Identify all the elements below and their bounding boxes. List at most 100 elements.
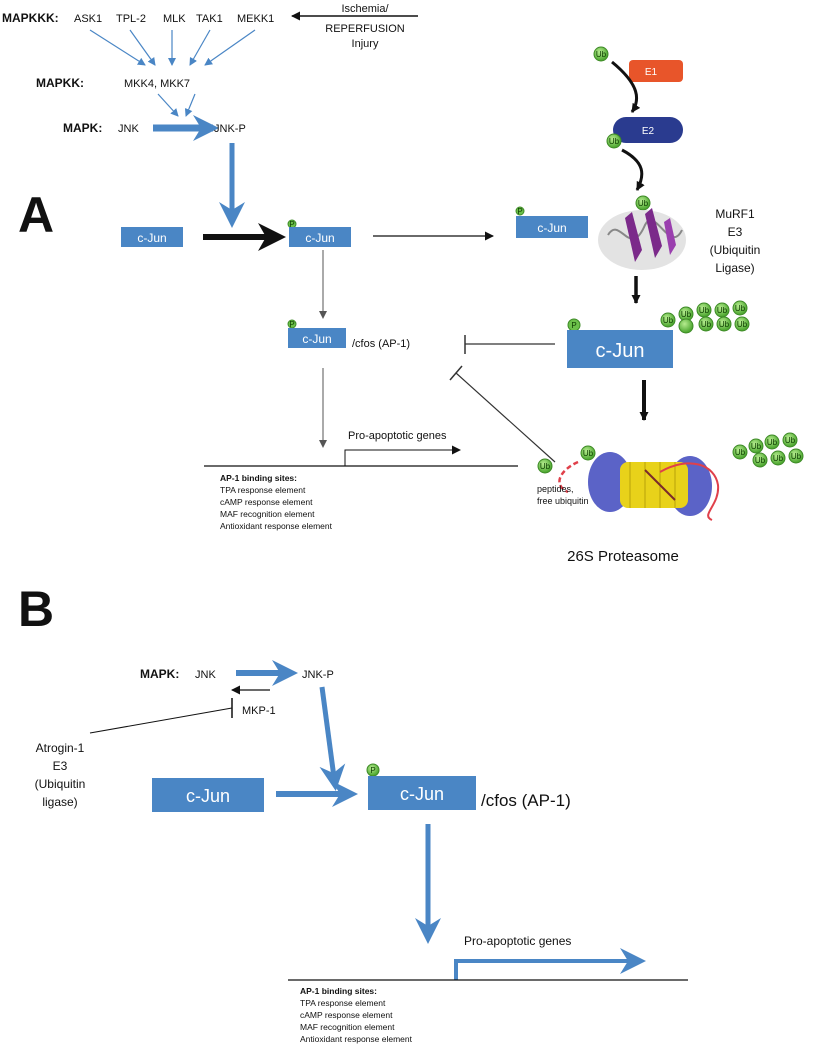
phospho-text-a1: P [289, 220, 294, 229]
e2-text: E2 [642, 126, 655, 137]
jnk-b: JNK [195, 669, 216, 681]
phospho-text-b: P [370, 766, 375, 775]
cjun-p-text-b: c-Jun [400, 784, 444, 804]
mapk-label: MAPK: [63, 121, 102, 135]
ub-text-polyub-6: Ub [701, 320, 712, 329]
atrogin-line1: Atrogin-1 [36, 741, 85, 755]
inhibition-bar-2 [449, 365, 463, 381]
atrogin-line3: (Ubiquitin [35, 777, 86, 791]
mapkk-label: MAPKK: [36, 76, 84, 90]
proteasome-icon [558, 452, 720, 521]
ub-text-released-5: Ub [755, 456, 766, 465]
ap1-site-a-4: Antioxidant response element [220, 521, 333, 531]
cjun-text-b: c-Jun [186, 786, 230, 806]
ub-text-polyub-5: Ub [663, 316, 674, 325]
mapkkk-mekk1: MEKK1 [237, 13, 274, 25]
murf1-line3: (Ubiquitin [710, 243, 761, 257]
cjun-p-box-a [289, 227, 351, 247]
ub-icon-murf [635, 195, 651, 211]
mapk-label-b: MAPK: [140, 667, 179, 681]
panel-b-label: B [18, 581, 54, 637]
atrogin-line4: ligase) [42, 795, 77, 809]
proteasome-label: 26S Proteasome [567, 548, 679, 565]
ap1-site-a-3: MAF recognition element [220, 509, 315, 519]
phospho-text-big: P [571, 321, 576, 330]
peptides-line2: free ubiquitin [537, 496, 589, 506]
ap1-title-b: AP-1 binding sites: [300, 986, 377, 996]
ub-text-murf: Ub [638, 199, 649, 208]
cjun-ap1-text-a: c-Jun [302, 332, 331, 346]
ub-text-cascade-2: Ub [609, 137, 620, 146]
ub-text-proteasome: Ub [583, 449, 594, 458]
e1-to-e2-arrow [611, 60, 641, 113]
ub-text-polyub-3: Ub [717, 306, 728, 315]
ap1-site-b-2: cAMP response element [300, 1010, 393, 1020]
ub-text-released-1: Ub [735, 448, 746, 457]
cjun-p-text-a: c-Jun [305, 231, 334, 245]
ub-text-polyub-8: Ub [737, 320, 748, 329]
ub-text-released-6: Ub [773, 454, 784, 463]
cjun-box-b [152, 778, 264, 812]
murf1-protein-icon [598, 208, 686, 270]
jnkp-to-cjun-arrow-b [319, 686, 346, 791]
peptides-line1: peptides, [537, 484, 574, 494]
mkp1-b: MKP-1 [242, 705, 276, 717]
cjun-p-box-b [368, 776, 476, 810]
ap1-site-a-2: cAMP response element [220, 497, 313, 507]
jnkp-b: JNK-P [302, 669, 334, 681]
murf1-line4: Ligase) [715, 261, 754, 275]
murf1-line1: MuRF1 [715, 207, 755, 221]
polyubiquitin-chain-a [660, 300, 750, 334]
ub-text-polyub-2: Ub [699, 306, 710, 315]
big-cjun-text: c-Jun [596, 340, 645, 362]
jnk-a: JNK [118, 123, 139, 135]
e1-enzyme-icon [629, 60, 683, 82]
transcription-start-arrow-a [344, 445, 461, 466]
pro-apoptotic-b: Pro-apoptotic genes [464, 934, 571, 948]
ub-text-polyub-7: Ub [719, 320, 730, 329]
ub-text-released-2: Ub [751, 442, 762, 451]
mapkk-to-mapk-arrows [157, 93, 196, 117]
ub-text-released-4: Ub [785, 436, 796, 445]
phospho-text-a3: P [289, 320, 294, 329]
inhibition-line-2 [455, 372, 556, 463]
mapkkk-to-mapkk-arrows [89, 29, 256, 66]
stimulus-line1: Ischemia/ [341, 3, 389, 15]
panel-a-label: A [18, 187, 54, 243]
phospho-icon-a2 [515, 206, 525, 216]
cjun-ub-text-a: c-Jun [537, 221, 566, 235]
cjun-box-a [121, 227, 183, 247]
jnkp-a: JNK-P [214, 123, 246, 135]
ap1-site-b-3: MAF recognition element [300, 1022, 395, 1032]
e1-text: E1 [645, 67, 658, 78]
murf1-line2: E3 [728, 225, 743, 239]
ub-text-polyub-1: Ub [681, 310, 692, 319]
mapkk-items: MKK4, MKK7 [124, 78, 190, 90]
ap1-site-b-4: Antioxidant response element [300, 1034, 413, 1044]
mapkkk-mlk: MLK [163, 13, 186, 25]
mapkkk-label: MAPKKK: [2, 11, 59, 25]
ap1-site-b-1: TPA response element [300, 998, 386, 1008]
phospho-text-a2: P [517, 207, 522, 216]
stimulus-line3: Injury [352, 38, 379, 50]
mapkkk-tak1: TAK1 [196, 13, 223, 25]
ub-text-released-3: Ub [767, 438, 778, 447]
cjun-text-a: c-Jun [137, 231, 166, 245]
mapkkk-ask1: ASK1 [74, 13, 102, 25]
big-cjun-box [567, 330, 673, 368]
mapkkk-tpl2: TPL-2 [116, 13, 146, 25]
stimulus-line2: REPERFUSION [325, 23, 405, 35]
ub-text-polyub-4: Ub [735, 304, 746, 313]
ub-icon-proteasome [580, 445, 596, 461]
cjun-ub-box-a [516, 216, 588, 238]
transcription-start-arrow-b [454, 948, 646, 980]
ub-text-released-7: Ub [791, 452, 802, 461]
ub-icon-cascade-1 [593, 46, 609, 62]
ub-text-free: Ub [540, 462, 551, 471]
e2-enzyme-icon [613, 117, 683, 143]
pro-apoptotic-a: Pro-apoptotic genes [348, 430, 447, 442]
released-ubiquitin-chain [732, 432, 804, 468]
ub-icon-free [537, 458, 553, 474]
ub-icon-cascade-2 [606, 133, 622, 149]
